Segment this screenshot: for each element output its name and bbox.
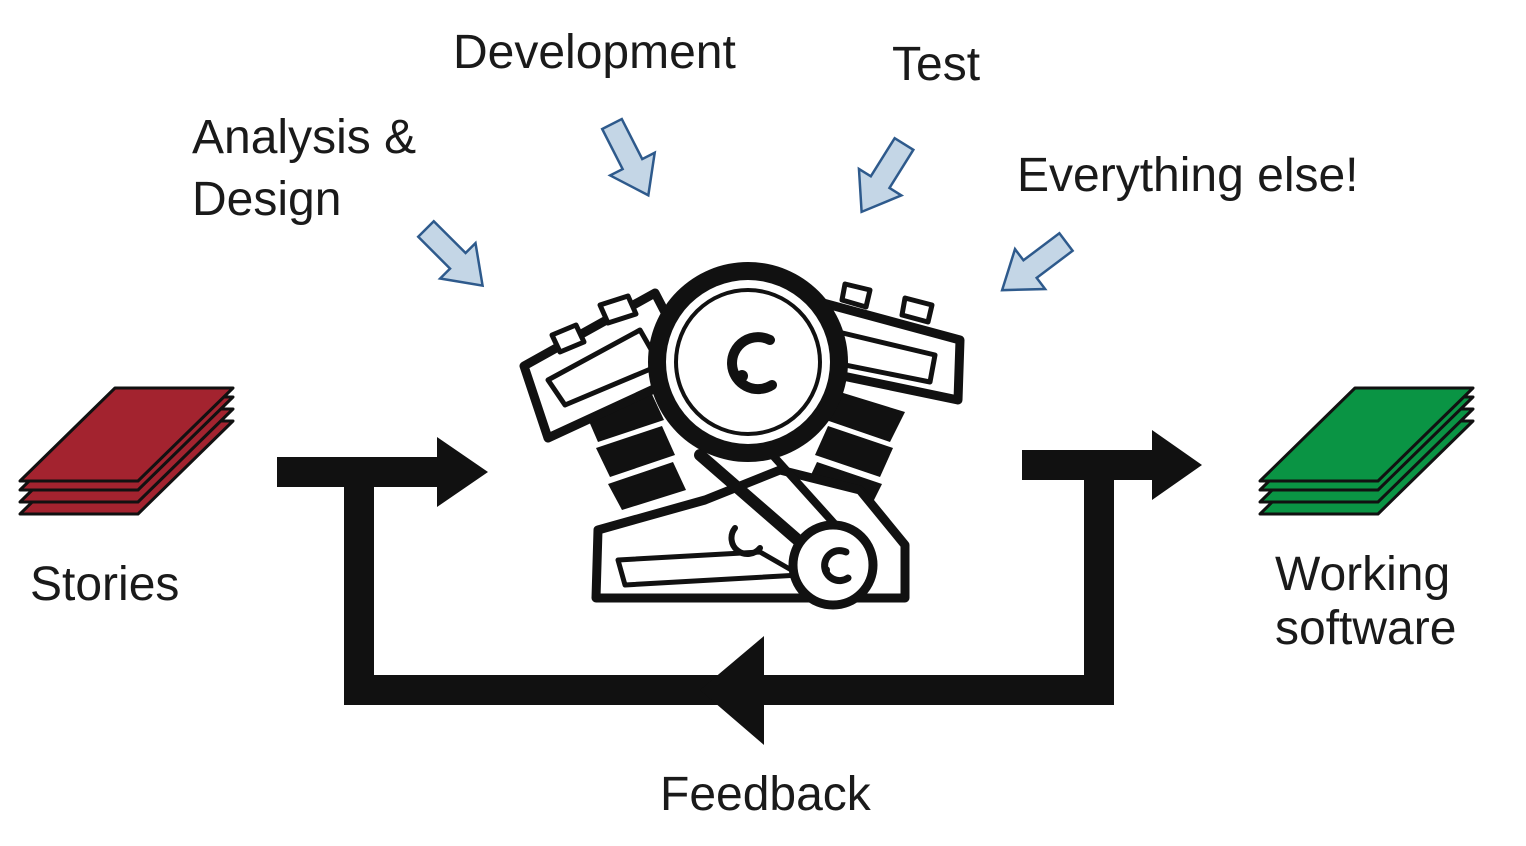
label-working-line2: software <box>1275 602 1456 655</box>
feedback-loop-right-vertical <box>1084 470 1114 705</box>
label-working-line1: Working <box>1275 548 1450 601</box>
label-development: Development <box>453 26 736 79</box>
software-stack-icon <box>1258 386 1475 516</box>
stories-stack-icon <box>18 386 235 516</box>
label-analysis-line1: Analysis & <box>192 111 416 164</box>
arrow-development <box>600 117 657 198</box>
arrow-analysis <box>416 219 485 288</box>
label-analysis-line2: Design <box>192 173 341 226</box>
flow-arrows <box>277 430 1202 745</box>
input-arrows <box>416 117 1075 292</box>
arrow-out-of-engine <box>1022 430 1202 500</box>
label-stories: Stories <box>30 558 179 611</box>
label-feedback: Feedback <box>660 768 872 821</box>
feedback-arrowhead <box>700 636 764 745</box>
v-twin-engine-icon <box>519 262 965 610</box>
label-everything-else: Everything else! <box>1017 149 1359 202</box>
arrow-test <box>857 136 916 214</box>
label-test: Test <box>892 38 980 91</box>
arrow-everything-else <box>1000 231 1075 292</box>
arrow-into-engine <box>277 437 488 507</box>
feedback-loop-left-vertical <box>344 470 374 705</box>
